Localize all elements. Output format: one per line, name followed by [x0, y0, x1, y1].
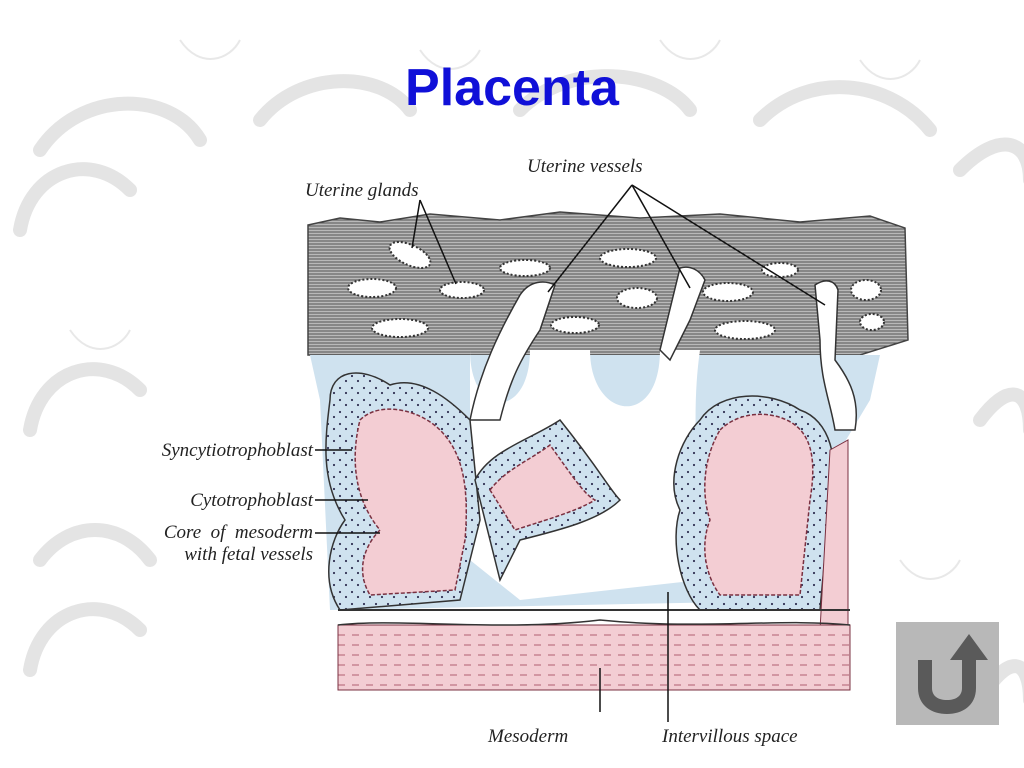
chorionic-villi-left	[325, 372, 622, 611]
uterine-glands	[347, 241, 885, 340]
chorionic-villi-right	[673, 395, 835, 611]
label-fetal-vessels: with fetal vessels	[184, 544, 313, 565]
chorionic-plate-mesoderm	[337, 624, 851, 691]
label-uterine-vessels: Uterine vessels	[527, 156, 643, 177]
label-syncytiotrophoblast: Syncytiotrophoblast	[162, 440, 314, 461]
uterine-vessel-openings	[469, 266, 857, 431]
label-core-of-mesoderm: Core of mesoderm	[164, 522, 313, 543]
page-title: Placenta	[405, 59, 619, 117]
label-intervillous-space: Intervillous space	[661, 726, 798, 747]
decidua-layer	[307, 211, 909, 356]
return-arrow-icon	[918, 634, 988, 714]
label-uterine-glands: Uterine glands	[305, 180, 418, 201]
label-mesoderm: Mesoderm	[487, 726, 568, 747]
back-button[interactable]	[896, 622, 999, 725]
label-cytotrophoblast: Cytotrophoblast	[190, 490, 314, 511]
label-leader-lines	[315, 184, 826, 722]
